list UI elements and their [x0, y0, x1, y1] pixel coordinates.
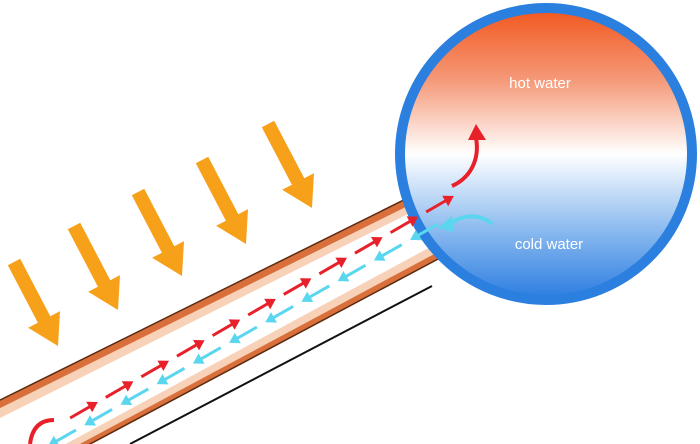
sun-ray-arrow-icon [131, 188, 184, 276]
flow-arrow-shaft [305, 284, 331, 301]
cold-water-label: cold water [515, 236, 583, 253]
bottom-turn-arrow [28, 418, 55, 444]
flow-arrow-shaft [197, 346, 222, 362]
sun-ray-arrow-icon [67, 222, 120, 310]
flow-arrow-icon [265, 312, 277, 323]
flow-arrow-shaft [233, 325, 258, 342]
hot-water-flow [69, 195, 454, 420]
flow-arrow-icon [406, 216, 419, 227]
flow-arrow-icon [192, 353, 205, 364]
flow-arrow-icon [301, 291, 314, 302]
flow-arrow-icon [121, 381, 134, 392]
flow-arrow-shaft [425, 197, 450, 214]
flow-arrow-icon [193, 340, 205, 351]
tube-core [0, 202, 436, 444]
flow-arrow-icon [86, 401, 98, 413]
collector-tube [0, 184, 441, 444]
sun-ray-arrow-icon [261, 120, 314, 208]
flow-arrow-icon [228, 319, 241, 330]
flow-arrow-icon [337, 271, 350, 282]
flow-arrow-shaft [283, 280, 308, 296]
flow-arrow-icon [49, 435, 59, 444]
flow-arrow-shaft [140, 362, 165, 379]
flow-arrow-icon [371, 237, 383, 248]
sun-ray-arrow-icon [7, 258, 61, 346]
hot-water-label: hot water [509, 75, 571, 92]
flow-arrow-shaft [52, 428, 77, 444]
flow-arrow-shaft [389, 218, 414, 234]
flow-arrow-icon [335, 257, 347, 268]
flow-arrow-shaft [211, 321, 236, 337]
flow-arrow-shaft [88, 408, 113, 424]
cold-water-flow [49, 222, 439, 444]
flow-arrow-shaft [161, 366, 186, 383]
flow-arrow-shaft [318, 259, 343, 276]
flow-arrow-shaft [269, 305, 294, 321]
flow-arrow-icon [157, 360, 169, 371]
flow-arrow-shaft [69, 403, 94, 420]
sun-rays [7, 120, 314, 346]
ground-line [129, 285, 433, 444]
flow-arrow-icon [410, 229, 422, 241]
flow-arrow-shaft [124, 387, 150, 404]
flow-arrow-icon [373, 250, 386, 261]
flow-arrow-shaft [378, 243, 403, 259]
cold-flow-curve-arrowhead [438, 216, 454, 232]
flow-arrow-shaft [105, 383, 130, 399]
hot-flow-curve-arrow [451, 137, 479, 188]
flow-arrow-shaft [176, 341, 201, 358]
flow-arrow-icon [84, 415, 96, 426]
flow-arrow-shaft [342, 263, 367, 280]
sun-ray-arrow-icon [195, 156, 248, 244]
flow-arrow-icon [156, 374, 169, 385]
flow-arrow-shaft [414, 222, 439, 239]
flow-arrow-shaft [354, 238, 379, 255]
flow-arrow-shaft [247, 300, 272, 317]
flow-arrow-icon [229, 332, 241, 344]
flow-arrow-icon [442, 195, 454, 207]
hot-flow-curve-arrowhead [468, 124, 486, 140]
flow-arrow-icon [120, 394, 133, 405]
water-tank [395, 3, 697, 305]
flow-arrow-icon [264, 298, 276, 310]
flow-arrow-icon [299, 278, 312, 289]
